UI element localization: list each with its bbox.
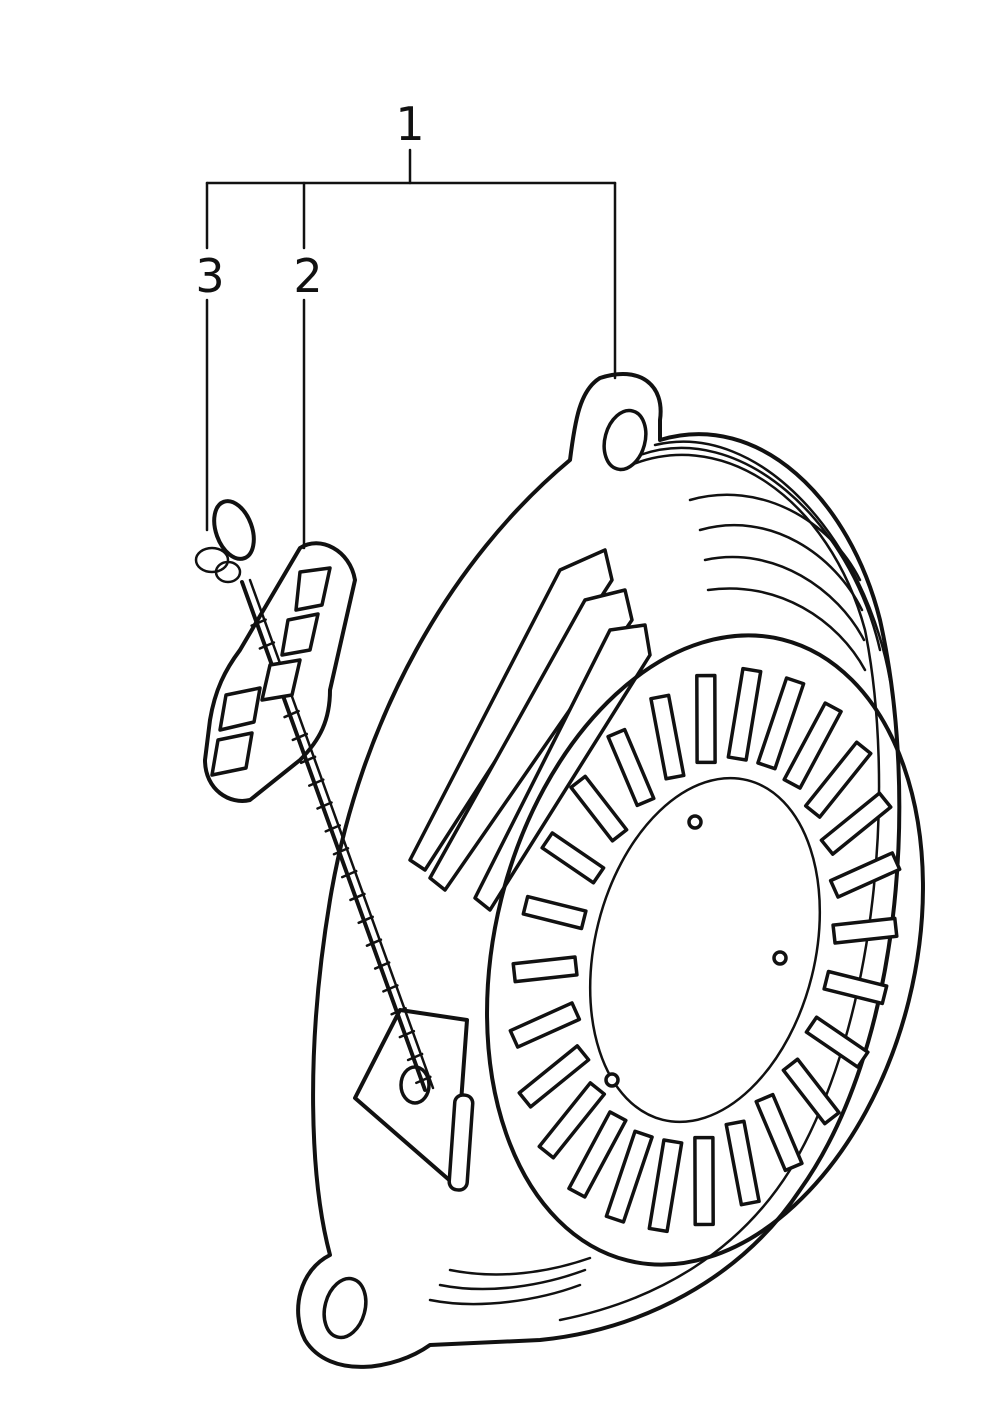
vent-slot [822,969,889,1006]
vent-slot [649,693,686,781]
vent-slot [819,791,893,856]
vent-slot [647,1138,684,1234]
rope-twist [357,915,374,925]
callout-2: 2 [293,249,322,303]
vent-slot [567,1110,628,1199]
rope-twist [365,938,383,947]
vent-slot [537,1081,607,1160]
rope-twist [398,1029,416,1039]
rope-twist [332,846,350,856]
callout-1: 1 [395,97,424,151]
mounting-hole-top [602,408,648,472]
rivet [687,814,703,830]
vent-slot [781,1057,841,1126]
vent-slot [521,894,588,931]
rope-twist [349,892,366,902]
callout-3: 3 [195,249,224,303]
rope-twist [258,641,276,650]
vent-slot [803,740,873,819]
vent-slot [604,1129,654,1224]
vent-slot [508,1001,582,1049]
vent-slot [782,701,843,790]
rope-twist [382,984,399,993]
starter-handle [203,541,357,803]
vent-slot [511,955,579,984]
vent-slots [508,666,902,1234]
rope-twist [390,1007,407,1016]
front-cover [485,633,925,1267]
rope-twist [373,961,391,970]
vent-slot [569,774,629,843]
rope-knot [194,499,256,584]
rope-twist [406,1052,424,1062]
rope-twist [291,732,309,742]
vent-slot [756,676,806,771]
vent-slot [606,727,656,808]
rope-twist [283,709,300,719]
vent-slot [540,831,606,885]
mounting-hole-bottom [322,1276,368,1340]
vent-slot [724,1119,761,1207]
vent-slot [693,1135,715,1227]
callout-leaders [205,148,617,550]
vent-slot [726,666,763,762]
rivet [604,1072,620,1088]
rope-twist [324,824,342,833]
vent-slot [831,916,899,945]
vent-slot [828,851,902,899]
rope-twist [308,778,325,787]
vent-slot [804,1015,870,1069]
rope-twist [415,1075,432,1085]
rope-twist [316,801,333,810]
vent-slot [517,1044,591,1109]
rope-twist [340,869,358,879]
vent-slot [695,673,717,765]
vent-slot [754,1092,804,1173]
housing-fins [428,493,867,1306]
rivet [772,950,788,966]
rope-twist [299,755,317,765]
